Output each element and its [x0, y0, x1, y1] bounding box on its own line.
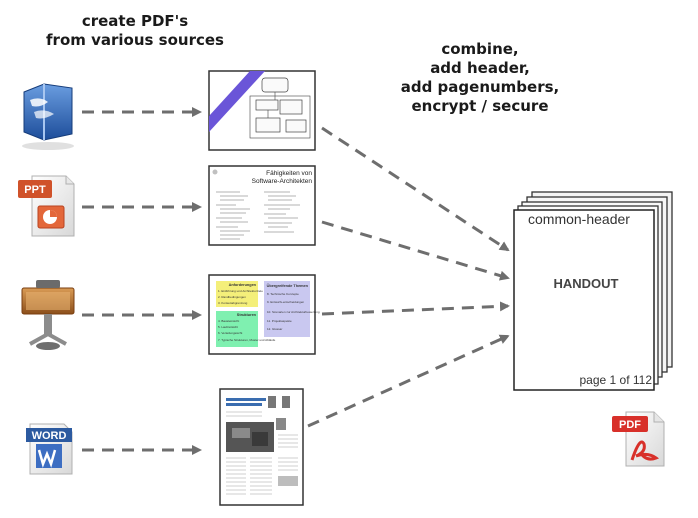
powerpoint-icon: PPT — [18, 175, 75, 237]
box1-item: 3. Kontextabgrenzung — [218, 301, 248, 305]
thumbnail-flowchart-slide — [208, 70, 316, 151]
box2-title: Strukturen — [237, 313, 257, 317]
arrow-magazine-to-handout — [307, 334, 510, 428]
arrow-flowchart-to-handout — [321, 126, 510, 252]
box2-item: 5. Laufzeitsicht — [218, 325, 238, 329]
caption-line: add header, — [430, 59, 530, 77]
box1-title: Anforderungen — [229, 283, 257, 287]
openoffice-icon — [22, 83, 74, 150]
caption-line: add pagenumbers, — [400, 78, 560, 96]
caption-line: combine, — [441, 40, 519, 58]
box2-item: 6. Verteilungssicht — [218, 331, 243, 335]
caption-line: encrypt / secure — [411, 97, 549, 115]
caption-create-pdfs: create PDF's from various sources — [30, 12, 240, 50]
box2-item: 7. Typische Strukturen, Muster und Abläu… — [218, 338, 276, 342]
box3-item: 12. Glossar — [267, 327, 282, 331]
merge-arrows — [307, 126, 510, 428]
handout-title: HANDOUT — [554, 276, 619, 291]
word-icon: WORD — [26, 423, 73, 475]
box3-item: 11. Projektaspekte — [267, 319, 292, 323]
box1-item: 1. Einführung und Architekturziele — [218, 289, 263, 293]
box3-item: 8. Technische Konzepte — [267, 292, 299, 296]
thumbnail-magazine-page — [219, 388, 304, 506]
handout-stack: common-header HANDOUT page 1 of 112 — [513, 191, 673, 391]
handout-footer: page 1 of 112 — [579, 373, 652, 387]
handout-header: common-header — [528, 211, 630, 227]
caption-line: from various sources — [46, 31, 224, 49]
slide2-title-line1: Fähigkeiten von — [266, 170, 312, 177]
box3-item: 9. Entwurfs-entscheidungen — [267, 300, 305, 304]
source-arrows — [82, 107, 202, 455]
caption-line: create PDF's — [81, 12, 189, 30]
thumbnail-boxes-slide: Anforderungen 1. Einführung und Architek… — [208, 274, 320, 355]
arrow-text-to-handout — [321, 220, 510, 281]
box3-item: 10. Szenarien zur Architekturbewertung — [267, 310, 320, 314]
box1-item: 2. Randbedingungen — [218, 295, 246, 299]
ppt-label: PPT — [24, 184, 46, 196]
thumbnail-text-slide: Fähigkeiten von Software-Architekten — [208, 165, 316, 246]
box2-item: 4. Bausteinsicht — [218, 319, 239, 323]
caption-combine: combine, add header, add pagenumbers, en… — [360, 40, 600, 116]
word-label: WORD — [32, 430, 67, 442]
slide2-title-line2: Software-Architekten — [252, 178, 313, 185]
keynote-icon — [21, 280, 75, 350]
box3-title: Übergreifende Themen — [267, 283, 309, 288]
arrow-boxes-to-handout — [321, 301, 510, 316]
pdf-label: PDF — [619, 419, 641, 431]
pdf-icon: PDF — [612, 411, 665, 467]
